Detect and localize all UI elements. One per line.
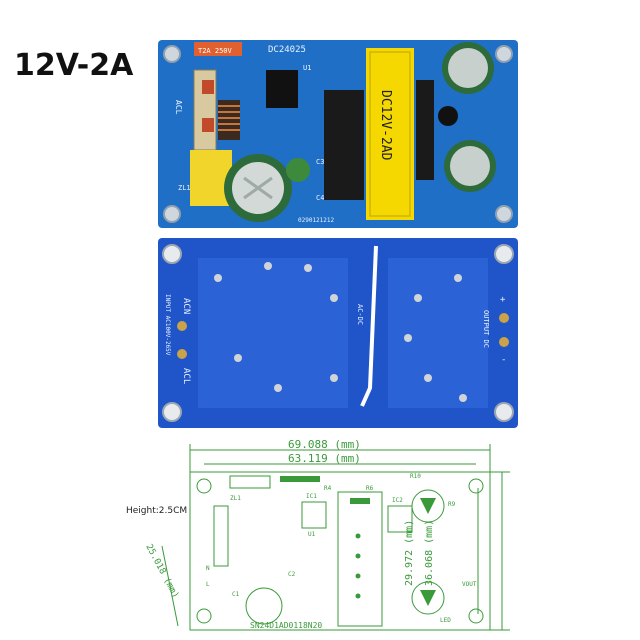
- diagram-board-outline: [189, 471, 491, 631]
- mounting-holes-bottom: [162, 244, 514, 422]
- output-inductor: [438, 106, 458, 126]
- diag-label-ic1: IC1: [306, 493, 317, 500]
- output-capacitor-bottom: [444, 140, 496, 192]
- ic-chip: [266, 70, 298, 108]
- fuse-component: [194, 42, 242, 56]
- diag-label-r4: R4: [324, 485, 332, 492]
- secondary-copper-area: [388, 258, 488, 408]
- input-label: INPUT AC100V-265V: [164, 294, 171, 356]
- diagram-transformer: [337, 491, 383, 627]
- diag-label-n: N: [206, 565, 210, 572]
- output-pads: [499, 313, 509, 347]
- isolation-slot: [360, 245, 378, 407]
- diag-label-l: L: [206, 581, 210, 588]
- height-label: Height:2.5CM: [126, 506, 188, 516]
- transformer: [366, 48, 414, 220]
- serial-label-top: 0290121212: [298, 217, 335, 224]
- diagram-hole-tl: [196, 478, 212, 494]
- pcb-component-side-photo: T2A 250V DC24025 ACL ZL1 U1 C3 C4 DC12V-…: [158, 40, 518, 228]
- diag-label-c1: C1: [232, 591, 240, 598]
- diagram-ic1: [301, 501, 327, 529]
- output-label: OUTPUT DC: [482, 310, 490, 348]
- model-label: DC24025: [268, 45, 306, 55]
- small-capacitor: [286, 158, 310, 182]
- diagram-hole-br: [468, 608, 484, 624]
- diag-label-r9: R9: [448, 501, 456, 508]
- diag-label-u1: U1: [308, 531, 316, 538]
- heatsink-left: [324, 90, 364, 200]
- mounting-holes-top: [163, 45, 513, 223]
- acdc-label: AC-DC: [356, 304, 364, 325]
- acn-label: ACN: [181, 298, 191, 314]
- diag-label-vout: VOUT: [462, 581, 477, 588]
- diagram-bottom-text: SN24D1AD0118N20: [250, 621, 322, 630]
- dim-top-inner-text: 63.119 (mm): [288, 452, 361, 465]
- dimension-diagram: 69.088 (mm) 63.119 (mm) 29.972 (mm) 36.0…: [143, 438, 510, 631]
- acl-label-bottom: ACL: [181, 368, 191, 384]
- input-pads: [177, 321, 187, 359]
- diag-label-r6: R6: [366, 485, 374, 492]
- bulk-capacitor: [224, 154, 292, 222]
- diagram-out-cap-top: [411, 489, 445, 523]
- fuse-label: T2A 250V: [198, 47, 233, 55]
- diagram-hole-bl: [196, 608, 212, 624]
- c4-label-top: C4: [316, 194, 324, 202]
- dim-top-outer-text: 69.088 (mm): [288, 438, 361, 451]
- zl1-label-top: ZL1: [178, 184, 191, 192]
- diag-label-led: LED: [440, 617, 451, 624]
- output-plus-label: +: [500, 295, 506, 305]
- diagram-fuse: [229, 475, 271, 489]
- diag-label-ic2: IC2: [392, 497, 403, 504]
- acl-label-top: ACL: [174, 100, 183, 115]
- diagram-ic2: [387, 505, 413, 533]
- solder-pads: [214, 262, 467, 402]
- c3-label-top: C3: [316, 158, 324, 166]
- diagram-terminal: [213, 505, 229, 567]
- diag-label-zl1: ZL1: [230, 495, 241, 502]
- pcb-solder-side-photo: ACN ACL INPUT AC100V-265V AC-DC OUTPUT D…: [158, 238, 518, 428]
- diag-label-r10: R10: [410, 473, 421, 480]
- output-minus-label: -: [501, 355, 506, 365]
- heatsink-right: [416, 80, 434, 180]
- diagram-filled-marks: [280, 476, 436, 606]
- output-capacitor-top: [442, 42, 494, 94]
- product-title: 12V-2A: [14, 48, 134, 83]
- u1-label-top: U1: [303, 64, 311, 72]
- diag-label-c2: C2: [288, 571, 296, 578]
- primary-copper-area: [198, 258, 348, 408]
- transformer-label: DC12V-2AD: [378, 90, 393, 161]
- diagram-bulk-cap: [245, 587, 283, 625]
- x-capacitor: [190, 150, 232, 206]
- dim-right-outer-text: 36.068 (mm): [424, 520, 435, 586]
- diagram-hole-tr: [468, 478, 484, 494]
- dim-line-diag: [161, 545, 179, 627]
- dim-diag-text: 25.018 (mm): [143, 543, 180, 600]
- dim-right-inner-text: 29.972 (mm): [404, 520, 415, 586]
- diagram-out-cap-bottom: [411, 581, 445, 615]
